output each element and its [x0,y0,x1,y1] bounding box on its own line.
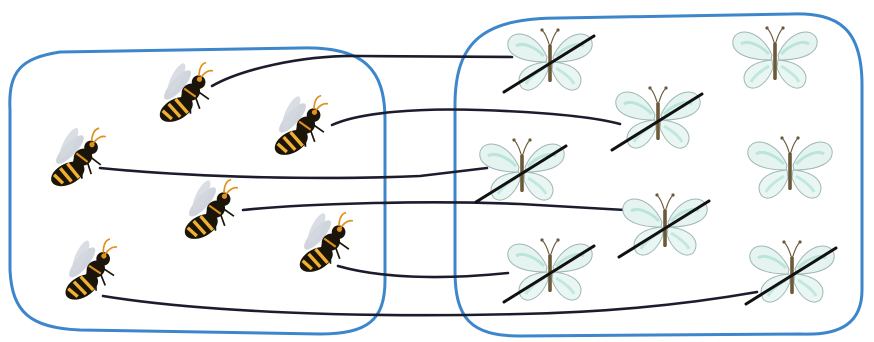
butterflies-layer [476,26,836,304]
butterfly-icon [733,26,817,88]
wasp-icon [34,115,118,191]
predation-link-2 [332,110,620,125]
wasp-icon [166,166,251,244]
predation-link-4 [243,202,625,210]
wasp-icon [256,82,341,160]
wasp-icon [281,199,366,277]
crossed-butterfly-icon [619,193,709,257]
crossed-butterfly-icon [504,238,594,302]
butterfly-icon [748,136,832,198]
crossed-butterfly-icon [612,86,702,150]
predation-link-5 [338,266,508,277]
predation-link-6 [103,292,757,315]
wasp-icon [46,226,131,305]
predation-link-3 [100,168,487,178]
wasp-icon [141,49,226,127]
crossed-butterfly-icon [504,28,594,92]
crossed-butterfly-icon [746,240,836,304]
crossed-butterfly-icon [476,138,566,202]
